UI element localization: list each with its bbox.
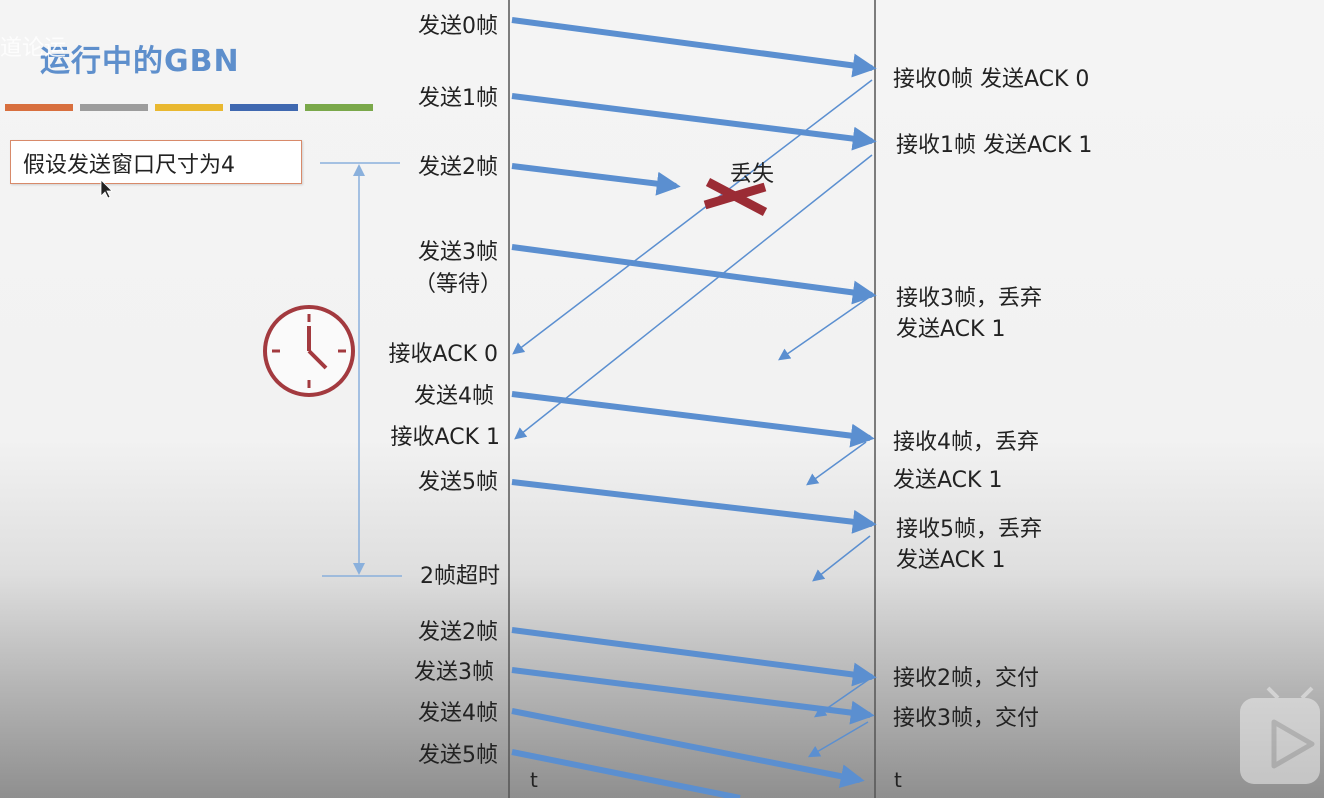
sender-label-recv-ack-0: 接收ACK 0	[388, 342, 498, 367]
timeout-arrowhead-up	[353, 164, 365, 176]
sender-label-recv-ack-1: 接收ACK 1	[390, 425, 500, 450]
sender-label-resend-2: 发送2帧	[418, 620, 498, 645]
ack-arrow-3	[807, 721, 869, 758]
frame-arrow-5	[511, 479, 877, 534]
receiver-label-frame-4: 接收4帧，丢弃	[893, 430, 1039, 455]
color-bar	[230, 104, 298, 111]
timeout-arrowhead-down	[353, 563, 365, 575]
sender-label-resend-3: 发送3帧	[414, 660, 494, 685]
receiver-label-frame-5-ack: 发送ACK 1	[896, 548, 1006, 573]
sender-label-timeout: 2帧超时	[420, 564, 500, 589]
frame-arrow-r3	[511, 667, 875, 725]
ack-arrow-1	[514, 154, 873, 440]
frame-arrow-r2	[511, 627, 877, 687]
receiver-label-frame-0: 接收0帧 发送ACK 0	[893, 67, 1090, 92]
receiver-label-deliver-2: 接收2帧，交付	[893, 666, 1039, 691]
ack-arrow-1b	[778, 297, 869, 361]
receiver-label-frame-5: 接收5帧，丢弃	[896, 517, 1042, 542]
color-bar	[5, 104, 73, 111]
corner-watermark-text: 道论运	[0, 36, 67, 61]
receiver-label-frame-1: 接收1帧 发送ACK 1	[896, 133, 1093, 158]
sender-label-send-3: 发送3帧	[418, 240, 498, 265]
receiver-label-frame-3-ack: 发送ACK 1	[896, 317, 1006, 342]
color-bar-strip	[5, 96, 380, 115]
sender-label-send-4: 发送4帧	[414, 384, 494, 409]
frame-arrow-4	[511, 391, 875, 448]
play-icon	[1240, 686, 1320, 784]
color-bar	[305, 104, 373, 111]
cross-icon	[703, 178, 768, 216]
frame-arrow-0	[511, 17, 877, 78]
sender-time-axis-label: t	[530, 768, 538, 792]
frame-arrows	[511, 17, 877, 798]
sender-label-resend-4: 发送4帧	[418, 701, 498, 726]
frame-arrow-r4	[511, 708, 865, 789]
receiver-label-frame-3: 接收3帧，丢弃	[896, 286, 1042, 311]
ack-arrow-2	[814, 679, 869, 718]
frame-arrow-r5	[511, 749, 741, 798]
clock-icon	[263, 305, 355, 397]
sender-label-resend-5: 发送5帧	[418, 743, 498, 768]
ack-arrows	[512, 79, 873, 758]
sender-label-send-5: 发送5帧	[418, 470, 498, 495]
lost-label: 丢失	[730, 162, 775, 187]
ack-arrow-1d	[812, 535, 871, 582]
receiver-time-axis-label: t	[894, 768, 902, 792]
sender-label-waiting: （等待）	[413, 272, 502, 297]
sender-label-send-2: 发送2帧	[418, 155, 498, 180]
frame-arrow-3	[511, 244, 877, 305]
color-bar	[155, 104, 223, 111]
window-size-note: 假设发送窗口尺寸为4	[10, 140, 302, 184]
cursor-icon	[100, 179, 113, 199]
frame-arrow-1	[511, 93, 877, 151]
receiver-label-frame-4-ack: 发送ACK 1	[893, 468, 1003, 493]
color-bar	[80, 104, 148, 111]
sender-label-send-1: 发送1帧	[418, 86, 498, 111]
ack-arrow-0	[512, 79, 873, 355]
receiver-label-deliver-3: 接收3帧，交付	[893, 706, 1039, 731]
slide-title: 运行中的GBN	[40, 44, 240, 79]
sender-label-send-0: 发送0帧	[418, 14, 498, 39]
ack-arrow-1c	[806, 441, 867, 486]
frame-arrow-2-lost	[511, 163, 681, 196]
